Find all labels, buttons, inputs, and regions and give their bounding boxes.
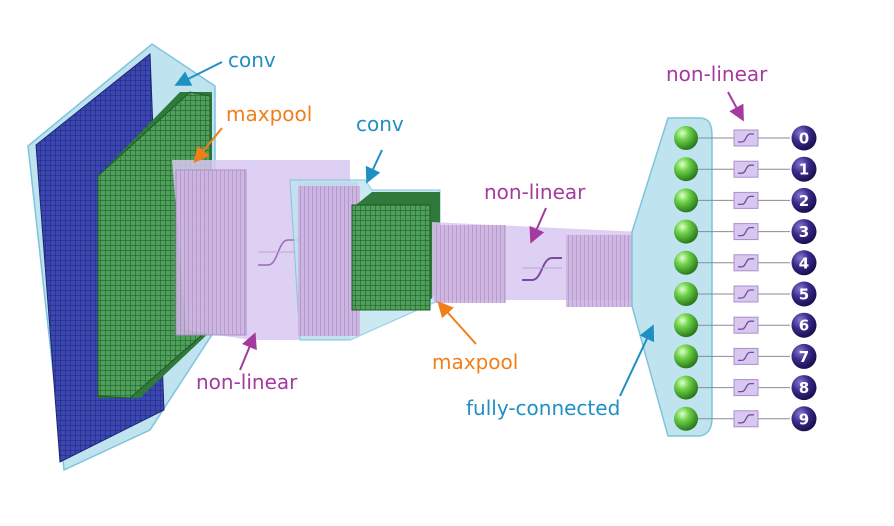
output-row: 8	[674, 375, 817, 401]
sigmoid-symbol-2	[522, 257, 562, 281]
output-row: 3	[674, 219, 817, 245]
output-digit-label: 7	[799, 348, 809, 366]
output-circle	[791, 187, 817, 213]
sigmoid-icon	[738, 226, 754, 237]
output-circle	[791, 343, 817, 369]
fc-node	[674, 344, 698, 369]
output-row: 1	[674, 156, 817, 182]
output-circle	[791, 125, 817, 151]
output-digit-label: 8	[799, 379, 809, 397]
arrow-fully-connected	[619, 324, 655, 397]
sigmoid-icon	[738, 414, 754, 424]
output-digit-label: 9	[799, 410, 809, 428]
output-rows: 0 1 2 3 4 5 6 7 8 9	[674, 125, 817, 432]
arrow-maxpool-1	[193, 127, 223, 164]
sigmoid-icon	[738, 289, 754, 299]
output-digit-label: 0	[799, 130, 809, 148]
label-fully-connected: fully-connected	[466, 396, 621, 420]
feature-map-4	[566, 235, 636, 307]
fc-node	[674, 313, 698, 338]
fc-node	[674, 188, 698, 213]
output-row: 0	[674, 125, 817, 151]
output-circle	[791, 312, 817, 338]
output-row: 2	[674, 187, 817, 213]
fc-node	[674, 126, 698, 150]
output-row: 6	[674, 312, 817, 338]
arrow-nonlinear-1	[239, 332, 257, 371]
output-row: 7	[674, 343, 817, 369]
sigmoid-icon	[738, 258, 754, 268]
output-digit-label: 2	[799, 192, 809, 210]
arrow-nonlinear-2	[529, 207, 547, 244]
fc-node	[674, 157, 698, 182]
output-row: 5	[674, 281, 817, 307]
label-nonlinear-3: non-linear	[666, 62, 768, 86]
label-conv-1: conv	[228, 48, 276, 72]
output-digit-label: 4	[799, 254, 809, 272]
output-digit-label: 5	[799, 286, 809, 304]
output-circle	[791, 375, 817, 401]
output-circle	[791, 156, 817, 182]
fc-node	[674, 250, 698, 275]
label-maxpool-1: maxpool	[226, 102, 313, 126]
sigmoid-icon	[738, 351, 754, 362]
fc-node	[674, 282, 698, 306]
conv2-feature-block	[351, 204, 431, 311]
fc-node	[674, 406, 698, 431]
sigmoid-icon	[738, 195, 754, 206]
fc-halo	[631, 117, 713, 437]
arrow-nonlinear-3	[727, 91, 744, 122]
sigmoid-icon	[738, 133, 754, 143]
fc-node	[674, 219, 698, 244]
output-digit-label: 1	[799, 161, 809, 179]
arrow-conv-2	[365, 149, 383, 184]
output-circle	[791, 219, 817, 245]
sigmoid-icon	[738, 320, 754, 330]
sigmoid-icon	[738, 164, 754, 174]
arrow-maxpool-2	[437, 301, 477, 345]
fc-node	[674, 375, 698, 400]
label-maxpool-2: maxpool	[432, 350, 519, 374]
feature-map-3	[434, 225, 506, 303]
label-conv-2: conv	[356, 112, 404, 136]
output-circle	[791, 281, 817, 307]
sigmoid-icon	[738, 382, 754, 393]
output-digit-label: 6	[799, 317, 809, 335]
output-circle	[791, 250, 817, 276]
output-row: 4	[674, 250, 817, 276]
label-nonlinear-1: non-linear	[196, 370, 298, 394]
output-row: 9	[674, 406, 817, 432]
label-nonlinear-2: non-linear	[484, 180, 586, 204]
output-digit-label: 3	[799, 223, 809, 241]
arrow-conv-1	[174, 61, 223, 86]
feature-map-1	[176, 170, 246, 335]
output-circle	[791, 406, 817, 432]
